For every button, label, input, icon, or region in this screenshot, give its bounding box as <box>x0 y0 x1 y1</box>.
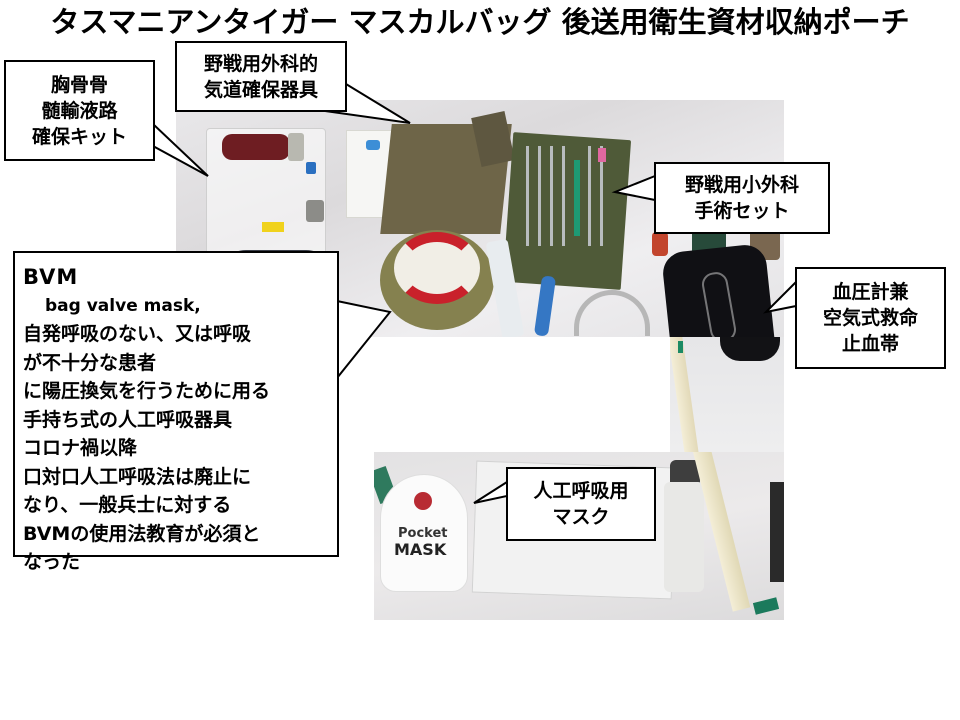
callout-line: が不十分な患者 <box>23 351 157 374</box>
callout-tail-bvm <box>336 299 392 381</box>
callout-tail-surgical <box>611 174 656 202</box>
callout-tail-bp <box>762 279 797 314</box>
callout-line: 手術セット <box>694 200 790 222</box>
callout-line: 自発呼吸のない、又は呼吸 <box>23 323 252 345</box>
callout-line: 人工呼吸用 <box>533 480 629 502</box>
callout-line: 胸骨骨 <box>50 73 108 96</box>
callout-line: マスク <box>552 506 610 528</box>
callout-line: 野戦用小外科 <box>684 174 799 196</box>
bvm-heading: BVM bag valve mask, <box>23 263 201 320</box>
callout-line: 空気式救命 <box>822 307 918 329</box>
callout-bp-tourniquet: 血圧計兼 空気式救命 止血帯 <box>795 267 946 369</box>
callout-line: 髄輸液路 <box>41 99 118 122</box>
bvm-full-name: bag valve mask, <box>45 295 201 316</box>
callout-line: なり、一般兵士に対する <box>23 494 232 516</box>
callout-line: 手持ち式の人工呼吸器具 <box>23 408 233 431</box>
callout-tail-sternal-io <box>152 121 209 177</box>
callout-surgical-airway: 野戦用外科的 気道確保器具 <box>175 41 347 112</box>
callout-line: 気道確保器具 <box>203 78 318 101</box>
callout-line: に陽圧換気を行うために用る <box>23 380 271 402</box>
callout-tail-mask <box>473 480 508 504</box>
page-title: タスマニアンタイガー マスカルバッグ 後送用衛生資材収納ポーチ <box>50 5 910 39</box>
callout-line: BVMの使用法教育が必須と <box>23 522 261 545</box>
callout-line: なった <box>23 551 81 573</box>
callout-line: 血圧計兼 <box>832 281 909 303</box>
callout-line: 口対口人工呼吸法は廃止に <box>23 465 252 488</box>
callout-line: 止血帯 <box>841 333 899 355</box>
callout-sternal-io-kit: 胸骨骨 髄輸液路 確保キット <box>4 60 155 161</box>
bvm-abbr: BVM <box>23 265 79 289</box>
callout-pocket-mask: 人工呼吸用 マスク <box>506 467 656 541</box>
callout-surgical-set: 野戦用小外科 手術セット <box>654 162 830 234</box>
callout-line: 野戦用外科的 <box>203 52 318 75</box>
callout-line: 確保キット <box>31 125 127 148</box>
callout-line: コロナ禍以降 <box>23 437 138 459</box>
